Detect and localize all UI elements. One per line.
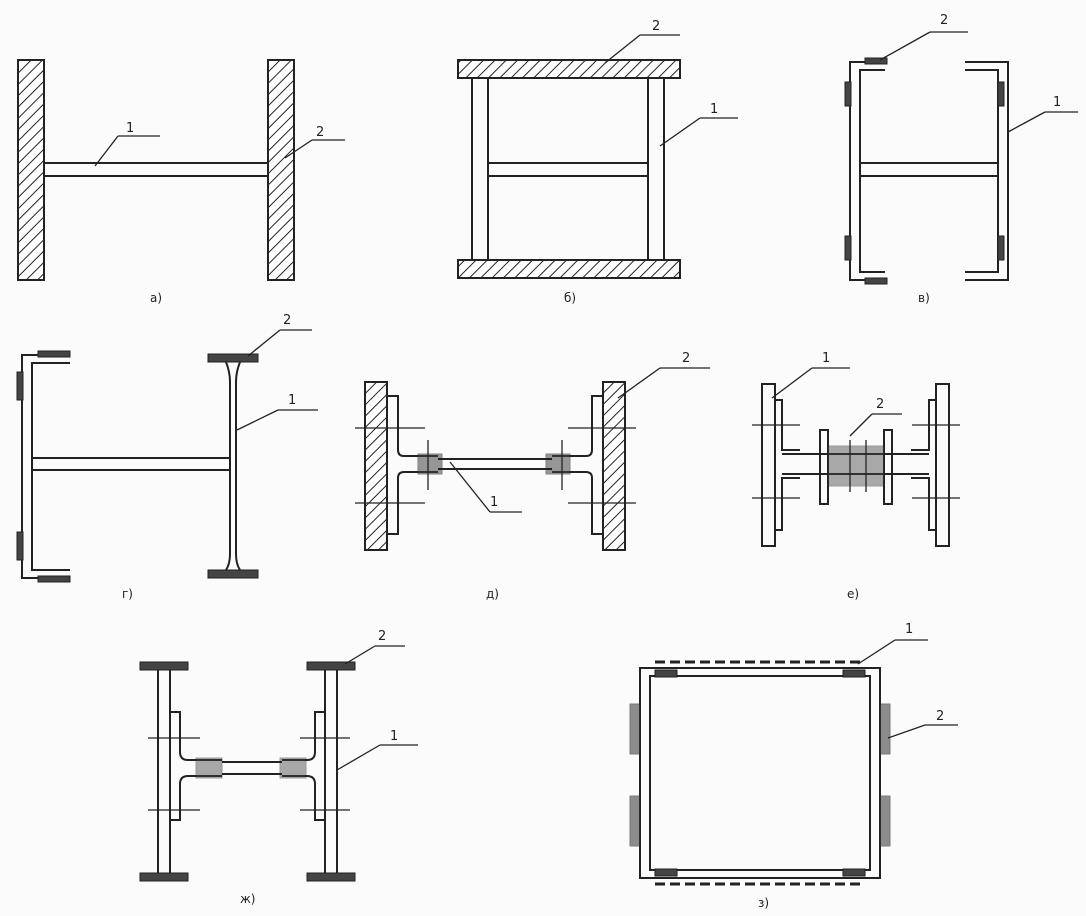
label-1: 1 <box>490 495 498 510</box>
plate-right <box>267 59 295 281</box>
label-1: 1 <box>126 121 134 136</box>
caption-d: д) <box>486 587 499 601</box>
label-1: 1 <box>1053 95 1061 110</box>
figure-d: 2 1 д) <box>355 351 710 601</box>
leader-1 <box>771 367 813 399</box>
label-2: 2 <box>682 351 690 366</box>
caption-e: е) <box>847 587 859 601</box>
leader-1 <box>659 117 701 147</box>
label-1: 1 <box>822 351 830 366</box>
label-2: 2 <box>652 19 660 34</box>
label-2: 2 <box>378 629 386 644</box>
figure-e: 1 2 е) <box>752 351 960 601</box>
leader-2 <box>344 645 376 665</box>
label-2: 2 <box>936 709 944 724</box>
figure-v: 2 1 в) <box>844 13 1078 305</box>
caption-v: в) <box>918 291 930 305</box>
leader-1 <box>336 744 381 771</box>
plate-right <box>602 381 626 551</box>
leader-1 <box>857 639 896 665</box>
leader-1 <box>236 409 279 431</box>
leader-2 <box>887 724 926 739</box>
leader-1 <box>1007 111 1046 133</box>
leader-1 <box>449 461 491 513</box>
leader-2 <box>617 367 661 399</box>
label-1: 1 <box>710 102 718 117</box>
figure-b: 2 1 б) <box>457 19 738 305</box>
plate-bottom <box>457 259 681 279</box>
caption-g: г) <box>122 587 133 601</box>
plate-left <box>17 59 45 281</box>
figure-g: 2 1 г) <box>16 313 318 601</box>
caption-z: з) <box>758 896 769 910</box>
leader-2 <box>604 34 641 64</box>
plate-left <box>364 381 388 551</box>
plate-top <box>457 59 681 79</box>
leader-2 <box>247 329 281 357</box>
caption-zh: ж) <box>240 892 256 906</box>
leader-1 <box>94 135 119 167</box>
caption-a: а) <box>150 291 162 305</box>
label-1: 1 <box>288 393 296 408</box>
leader-2 <box>284 139 313 159</box>
leader-2 <box>879 31 931 61</box>
figure-zh: 2 1 ж) <box>139 629 418 906</box>
figure-z: 1 2 з) <box>629 622 958 910</box>
leader-2 <box>849 413 873 437</box>
label-2: 2 <box>940 13 948 28</box>
figure-a: 1 2 а) <box>17 59 345 305</box>
caption-b: б) <box>564 291 576 305</box>
label-2: 2 <box>283 313 291 328</box>
label-2: 2 <box>316 125 324 140</box>
label-1: 1 <box>390 729 398 744</box>
label-2: 2 <box>876 397 884 412</box>
label-1: 1 <box>905 622 913 637</box>
